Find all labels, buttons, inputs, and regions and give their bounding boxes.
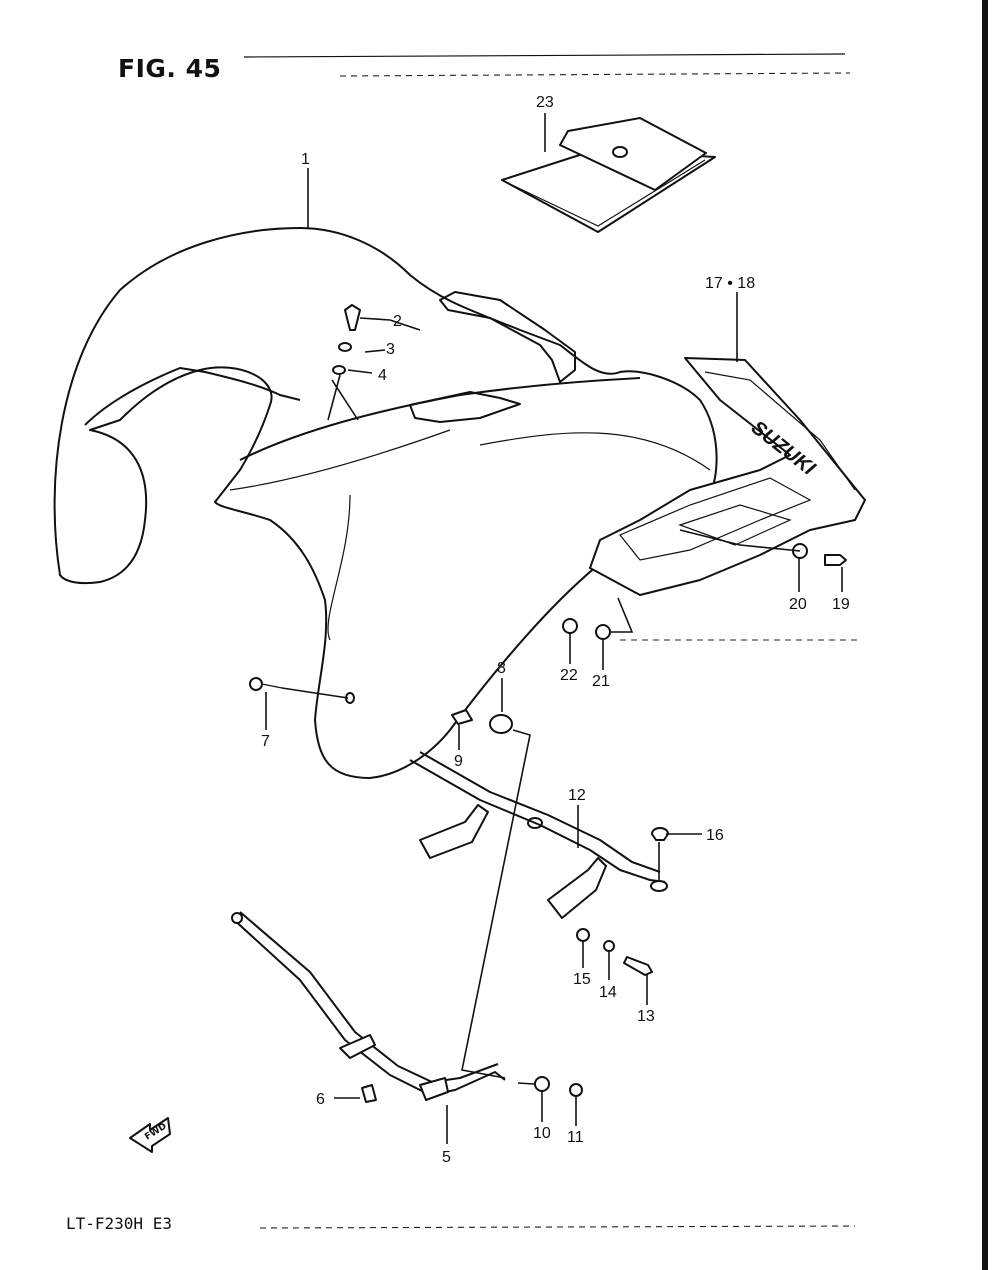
nut-11: [569, 1083, 583, 1097]
grommet-10: [534, 1076, 550, 1092]
footer-dashed-rule: [259, 1225, 856, 1229]
callout-20: 20: [789, 596, 807, 613]
fasteners: [249, 304, 847, 1103]
fwd-direction-arrow: FWD: [129, 1117, 171, 1153]
bolt-2: [344, 304, 361, 331]
callout-8: 8: [497, 660, 506, 677]
washer-15: [576, 928, 590, 942]
header-rule: [243, 53, 846, 58]
part-12-stay: [409, 751, 666, 919]
callout-19: 19: [832, 596, 850, 613]
clip-16: [651, 827, 669, 841]
callout-22: 22: [560, 667, 578, 684]
callout-21: 21: [592, 673, 610, 690]
washer-3: [338, 342, 352, 352]
bolt-6: [361, 1084, 377, 1103]
model-code: LT-F230H E3: [66, 1214, 172, 1233]
callout-5: 5: [442, 1149, 451, 1166]
callout-11: 11: [567, 1129, 584, 1146]
callout-6: 6: [316, 1091, 325, 1108]
callout-14: 14: [599, 984, 617, 1001]
callout-15: 15: [573, 971, 591, 988]
washer-21: [595, 624, 611, 640]
callout-13: 13: [637, 1008, 655, 1025]
nut-4: [332, 365, 346, 375]
callout-10: 10: [533, 1125, 551, 1142]
screw-19: [824, 554, 847, 566]
callout-23: 23: [536, 94, 554, 111]
header-dashed-rule: [339, 72, 851, 77]
callout-17-18: 17 • 18: [705, 275, 755, 292]
callout-3: 3: [386, 341, 395, 358]
callout-2: 2: [393, 313, 402, 330]
washer-14: [603, 940, 615, 952]
callout-16: 16: [706, 827, 724, 844]
bolt-13: [623, 956, 653, 976]
callout-7: 7: [261, 733, 270, 750]
callout-4: 4: [378, 367, 387, 384]
callout-1: 1: [301, 151, 310, 168]
leader-lines: [265, 113, 843, 1144]
part-5-bracket: [231, 911, 506, 1101]
nut-22: [562, 618, 578, 634]
bolt-7: [249, 677, 263, 691]
collar-9: [451, 709, 473, 725]
part-1-rear-fender: [53, 227, 718, 779]
figure-title: FIG. 45: [118, 54, 222, 83]
callout-12: 12: [568, 787, 586, 804]
callout-9: 9: [454, 753, 463, 770]
clip-16-mount: [650, 880, 668, 892]
callout-labels: 1 2 3 4 5 6 7 8 9 10 11 12 13 14 15 16 1…: [261, 94, 850, 1166]
part-23-pad: [501, 117, 716, 233]
grommet-8: [489, 714, 513, 734]
